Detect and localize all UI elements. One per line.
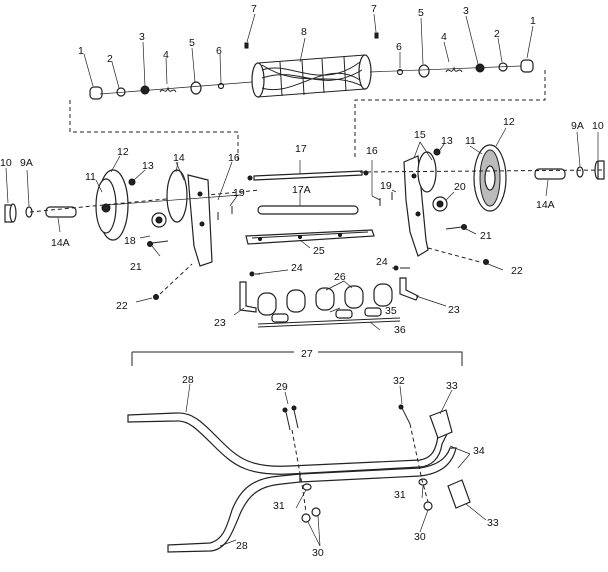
callout-3-right: 3	[463, 5, 469, 17]
callout-8: 8	[301, 26, 307, 38]
callout-11-right: 11	[465, 135, 476, 147]
callout-9a-right: 9A	[571, 120, 584, 132]
callout-1-right: 1	[530, 15, 536, 27]
callout-31-left: 31	[273, 500, 285, 512]
callout-21-left: 21	[130, 261, 142, 273]
callout-29: 29	[276, 381, 288, 393]
callout-28-top: 28	[182, 374, 194, 386]
callout-labels: 1 2 3 4 5 6 7 8 7 6 5 4 3 2 1 10 9A 14A …	[0, 3, 604, 559]
callout-11-left: 11	[85, 171, 96, 183]
callout-16-left: 16	[228, 152, 240, 164]
callout-6-left: 6	[216, 45, 222, 57]
center-bars	[239, 170, 419, 328]
callout-22-right: 22	[511, 265, 523, 277]
leader-lines	[5, 13, 599, 547]
callout-6-right: 6	[396, 41, 402, 53]
callout-5-right: 5	[418, 7, 424, 19]
callout-13-right: 13	[441, 135, 453, 147]
handle-assembly	[127, 351, 471, 553]
callout-20: 20	[454, 181, 466, 193]
callout-30-left: 30	[312, 547, 324, 559]
left-wheel-assembly	[4, 169, 261, 300]
reel-blade	[251, 54, 372, 98]
callout-12-left: 12	[117, 146, 129, 158]
right-wheel-assembly	[359, 144, 606, 265]
callout-17a: 17A	[292, 184, 311, 196]
callout-31-right: 31	[394, 489, 406, 501]
callout-2-left: 2	[107, 53, 113, 65]
callout-3-left: 3	[139, 31, 145, 43]
reel-assembly	[89, 32, 534, 100]
rollers	[257, 283, 393, 323]
callout-14a-right: 14A	[536, 199, 555, 211]
callout-14-left: 14	[173, 152, 185, 164]
callout-7-right: 7	[371, 3, 377, 15]
callout-10-right: 10	[592, 120, 604, 132]
callout-26: 26	[334, 271, 346, 283]
callout-15: 15	[414, 129, 426, 141]
callout-33-bottom: 33	[487, 517, 499, 529]
callout-16-right: 16	[366, 145, 378, 157]
callout-13-left: 13	[142, 160, 154, 172]
callout-5-left: 5	[189, 37, 195, 49]
reel-right-parts	[369, 59, 534, 78]
callout-34: 34	[473, 445, 485, 457]
dashed-guide-left	[69, 100, 239, 160]
callout-30-right: 30	[414, 531, 426, 543]
reel-left-parts	[89, 81, 253, 100]
reel-pin-left	[244, 42, 249, 49]
reel-pin-right	[374, 32, 379, 39]
callout-25: 25	[313, 245, 325, 257]
callout-14a-left: 14A	[51, 237, 70, 249]
callout-33-top: 33	[446, 380, 458, 392]
callout-27: 27	[301, 348, 313, 360]
callout-9a-left: 9A	[20, 157, 33, 169]
callout-19-left: 19	[233, 187, 245, 199]
callout-1-left: 1	[78, 45, 84, 57]
callout-7-left: 7	[251, 3, 257, 15]
callout-36: 36	[394, 324, 406, 336]
callout-23-left: 23	[214, 317, 226, 329]
callout-22-left: 22	[116, 300, 128, 312]
callout-10-left: 10	[0, 157, 12, 169]
callout-24-right: 24	[376, 256, 388, 268]
callout-12-right: 12	[503, 116, 515, 128]
callout-35: 35	[385, 305, 397, 317]
callout-4-right: 4	[441, 31, 447, 43]
callout-23-right: 23	[448, 304, 460, 316]
callout-4-left: 4	[163, 49, 169, 61]
callout-17: 17	[295, 143, 307, 155]
callout-18: 18	[124, 235, 136, 247]
callout-28-bottom: 28	[236, 540, 248, 552]
callout-2-right: 2	[494, 28, 500, 40]
callout-21-right: 21	[480, 230, 492, 242]
callout-32: 32	[393, 375, 405, 387]
callout-19-right: 19	[380, 180, 392, 192]
callout-24-left: 24	[291, 262, 303, 274]
dashed-guide-right	[354, 70, 546, 158]
